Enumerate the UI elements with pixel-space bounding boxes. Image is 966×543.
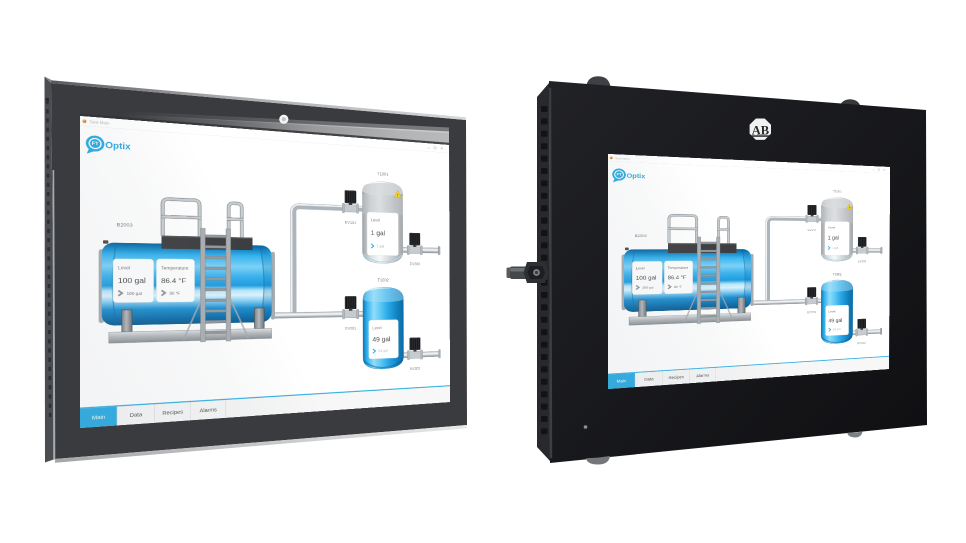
svg-text:AB: AB	[752, 123, 769, 137]
